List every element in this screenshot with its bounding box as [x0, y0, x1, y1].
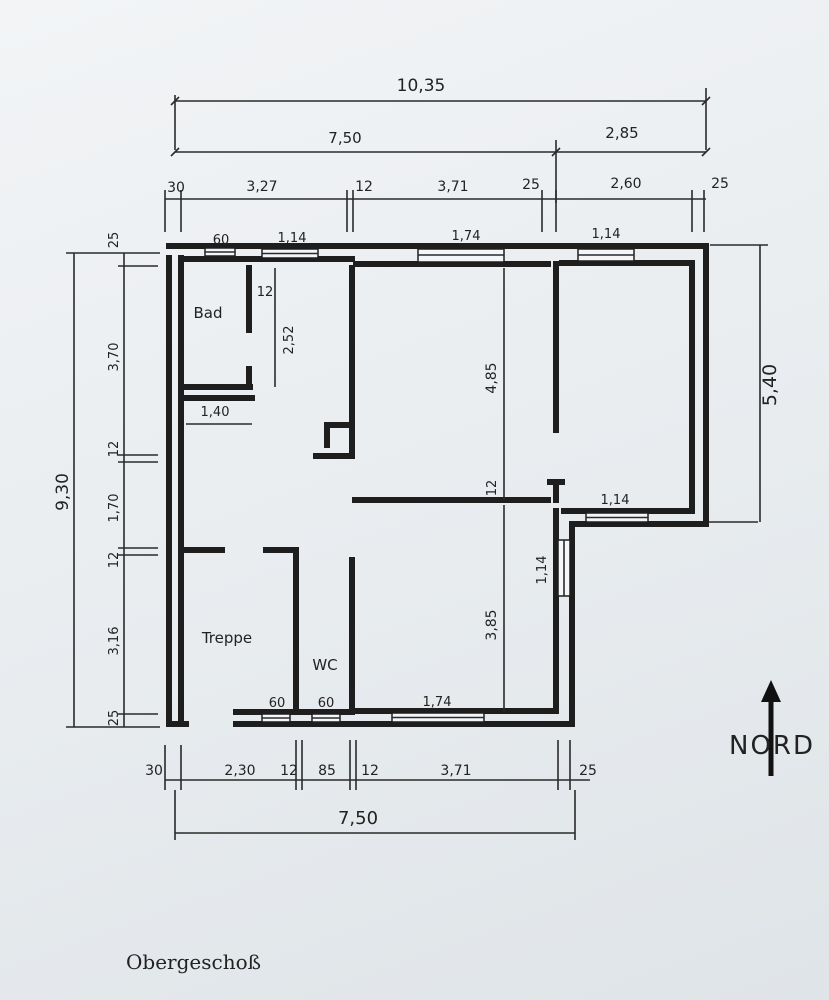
window-label: 1,74: [423, 695, 452, 710]
top-dimension-lines: [164, 88, 711, 232]
dim-overall-right: 5,40: [759, 364, 781, 406]
dim-top-right-285: 2,85: [605, 124, 638, 142]
windows: [204, 247, 649, 723]
interior-label: 4,85: [484, 362, 500, 393]
dim-top-row3: 2,60: [610, 176, 641, 192]
dim-top-row3: 25: [522, 177, 540, 193]
window-label: 60: [213, 233, 230, 248]
interior-dimension-lines: [186, 268, 505, 711]
interior-label: 2,52: [282, 326, 297, 355]
window-label: 60: [318, 696, 335, 711]
interior-label: 12: [485, 480, 500, 497]
drawing-title: Obergeschoß: [126, 950, 261, 974]
dim-top-row3: 12: [355, 179, 373, 195]
bottom-dimension-lines: [164, 740, 590, 840]
interior-label: 1,40: [201, 405, 230, 420]
window-label: 1,74: [452, 229, 481, 244]
dim-bottom-row: 12: [361, 763, 379, 779]
dim-top-row3: 3,27: [246, 179, 277, 195]
dim-top-row3: 25: [711, 176, 729, 192]
dim-bottom-row: 3,71: [440, 763, 471, 779]
right-dimension-lines: [700, 244, 768, 523]
window-label: 60: [269, 696, 286, 711]
window-label: 1,14: [535, 556, 550, 585]
north-label: NORD: [729, 731, 815, 761]
room-label-wc: WC: [312, 656, 337, 674]
walls: [166, 243, 709, 727]
dim-left-segment: 3,16: [107, 627, 122, 656]
dim-left-segment: 1,70: [107, 494, 122, 523]
interior-label: 3,85: [484, 609, 500, 640]
dim-left-segment: 3,70: [107, 343, 122, 372]
dim-overall-top: 10,35: [397, 76, 446, 96]
dim-left-segment: 25: [107, 710, 122, 727]
dim-bottom-row: 85: [318, 763, 336, 779]
dim-left-segment: 25: [107, 232, 122, 249]
dim-bottom-row: 25: [579, 763, 597, 779]
room-label-stairs: Treppe: [201, 629, 252, 647]
room-label-bath: Bad: [193, 304, 222, 322]
dim-overall-left: 9,30: [53, 473, 73, 511]
dim-top-left-750: 7,50: [328, 129, 361, 147]
left-dimension-lines: [66, 252, 160, 728]
window-label: 1,14: [592, 227, 621, 242]
dim-bottom-row: 2,30: [224, 763, 255, 779]
north-arrow-icon: [761, 680, 781, 776]
window-label: 1,14: [278, 231, 307, 246]
interior-label: 12: [257, 285, 274, 300]
dim-left-segment: 12: [107, 441, 122, 458]
dim-bottom-row: 12: [280, 763, 298, 779]
dim-top-row3: 3,71: [437, 179, 468, 195]
room-labels: Bad Treppe WC: [193, 304, 337, 674]
dim-overall-bottom: 7,50: [338, 808, 378, 829]
window-label: 1,14: [601, 493, 630, 508]
dim-left-segment: 12: [107, 552, 122, 569]
dim-top-row3: 30: [167, 180, 185, 196]
dimension-labels: 10,35 7,50 2,85 30 3,27 12 3,71 25 2,60 …: [53, 76, 781, 829]
dim-bottom-row: 30: [145, 763, 163, 779]
